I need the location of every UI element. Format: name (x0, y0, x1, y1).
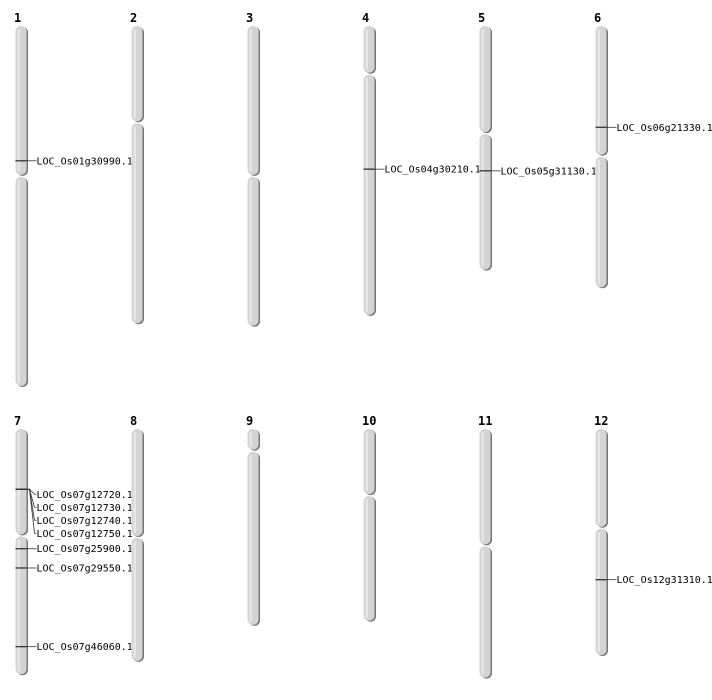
gene-label: LOC_Os07g46060.1 (37, 642, 133, 653)
chromosome-title: 8 (130, 414, 137, 428)
chromosome-title: 6 (594, 11, 601, 25)
chromosome-arm-long-highlight (133, 541, 136, 658)
gene-label: LOC_Os07g12740.1 (37, 516, 133, 527)
gene-label: LOC_Os04g30210.1 (385, 165, 481, 176)
chromosome-arm-long-highlight (133, 126, 136, 321)
chromosome-title: 10 (362, 414, 376, 428)
chromosome-arm-short (131, 26, 143, 122)
chromosome-arm-long (131, 538, 143, 661)
chromosome-arm-long (15, 176, 27, 386)
chromosome-10: 10 (362, 414, 376, 622)
chromosome-arm-short-highlight (17, 29, 20, 172)
chromosome-arm-short-highlight (133, 29, 136, 119)
chromosome-arm-short-highlight (481, 432, 484, 542)
chromosome-arm-long-highlight (597, 531, 600, 653)
chromosome-arm-short-highlight (17, 432, 20, 532)
chromosome-arm-long (247, 176, 259, 326)
gene-label: LOC_Os07g12750.1 (37, 529, 133, 540)
chromosome-arm-long-highlight (249, 454, 252, 622)
chromosome-title: 12 (594, 414, 608, 428)
chromosome-arm-short (479, 26, 491, 133)
chromosome-title: 7 (14, 414, 21, 428)
chromosome-arm-short-highlight (249, 432, 252, 447)
gene-label: LOC_Os07g29550.1 (37, 563, 133, 574)
chromosome-arm-long (131, 123, 143, 324)
chromosome-title: 5 (478, 11, 485, 25)
chromosome-title: 3 (246, 11, 253, 25)
chromosome-arm-long-highlight (481, 137, 484, 267)
chromosome-arm-short (15, 26, 27, 175)
gene-label: LOC_Os12g31310.1 (617, 575, 712, 586)
chromosome-arm-short (363, 429, 375, 495)
chromosome-arm-short-highlight (597, 432, 600, 524)
chromosome-arm-short (247, 26, 259, 175)
gene-label: LOC_Os01g30990.1 (37, 156, 133, 167)
chromosome-arm-short (479, 429, 491, 545)
chromosome-arm-long (363, 74, 375, 315)
chromosome-title: 2 (130, 11, 137, 25)
gene-label: LOC_Os07g12730.1 (37, 503, 133, 514)
chromosome-arm-short (15, 429, 27, 535)
chromosome-arm-short-highlight (597, 29, 600, 152)
chromosome-arm-short-highlight (133, 432, 136, 533)
chromosome-arm-short-highlight (365, 432, 368, 492)
chromosome-arm-long-highlight (481, 549, 484, 675)
chromosome-arm-short-highlight (365, 29, 368, 70)
chromosome-arm-short-highlight (249, 29, 252, 172)
chromosome-arm-long (363, 496, 375, 621)
chromosome-arm-short (595, 26, 607, 155)
chromosome-2: 2 (130, 11, 144, 325)
chromosome-arm-long-highlight (17, 179, 20, 383)
chromosome-9: 9 (246, 414, 260, 626)
chromosome-title: 1 (14, 11, 21, 25)
chromosome-title: 9 (246, 414, 253, 428)
chromosome-3: 3 (246, 11, 260, 327)
chromosome-8: 8 (130, 414, 144, 662)
gene-label: LOC_Os07g25900.1 (37, 544, 133, 555)
chromosome-arm-long (595, 156, 607, 288)
chromosome-arm-short-highlight (481, 29, 484, 130)
chromosome-7: 7LOC_Os07g12720.1LOC_Os07g12730.1LOC_Os0… (14, 414, 133, 676)
gene-label: LOC_Os05g31130.1 (501, 166, 597, 177)
gene-label: LOC_Os07g12720.1 (37, 490, 133, 501)
gene-label: LOC_Os06g21330.1 (617, 123, 712, 134)
chromosome-arm-long-highlight (249, 179, 252, 323)
chromosome-arm-short (363, 26, 375, 73)
chromosome-11: 11 (478, 414, 492, 679)
gene-connector (26, 488, 37, 534)
chromosome-arm-short (595, 429, 607, 527)
chromosome-arm-long (479, 546, 491, 678)
chromosome-arm-long-highlight (365, 77, 368, 312)
chromosome-arm-long-highlight (365, 499, 368, 618)
chromosome-arm-long (479, 134, 491, 270)
chromosome-arm-short (131, 429, 143, 536)
chromosome-title: 11 (478, 414, 492, 428)
chromosome-arm-long (15, 536, 27, 675)
chromosome-title: 4 (362, 11, 369, 25)
chromosome-arm-long-highlight (17, 539, 20, 672)
chromosome-arm-short (247, 429, 259, 450)
chromosome-arm-long-highlight (597, 159, 600, 285)
chromosome-arm-long (247, 451, 259, 625)
chromosome-arm-long (595, 528, 607, 656)
